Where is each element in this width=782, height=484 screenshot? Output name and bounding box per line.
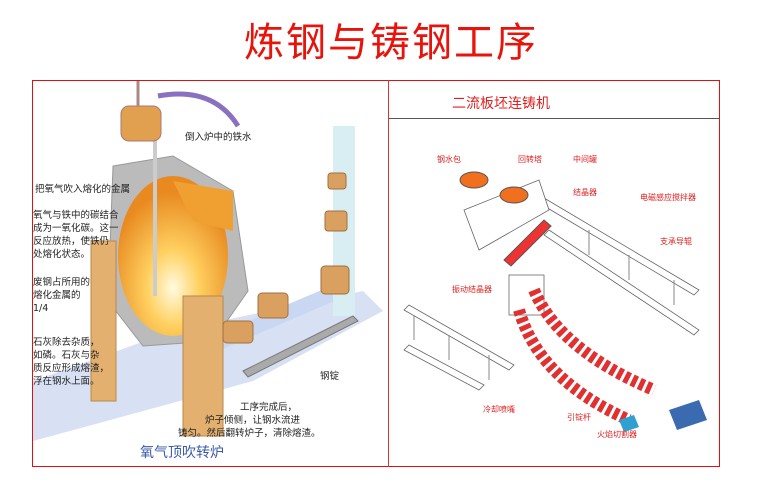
converter-illustration: [33, 81, 383, 441]
label-line: 处熔化状态。: [33, 249, 91, 260]
label-line: 1/4: [33, 303, 49, 314]
label-pour-iron: 倒入炉中的铁水: [185, 132, 252, 143]
label-line: 熔化金属的: [33, 290, 81, 301]
caster-illustration: [403, 171, 707, 432]
label-line: 质反应形成熔渣，: [33, 363, 110, 374]
label-mould: 结晶器: [573, 188, 597, 197]
label-dummy-bar: 引锭杆: [567, 413, 591, 422]
label-em-stirrer: 电磁感应搅拌器: [640, 193, 696, 202]
label-line: 浮在钢水上面。: [33, 376, 100, 387]
label-line: 如磷。石灰与杂: [33, 350, 100, 361]
label-line: 反应放热，使铁仍: [33, 236, 110, 247]
label-scrap: 废钢占所用的 熔化金属的 1/4: [33, 276, 90, 315]
label-ingot: 钢锭: [320, 371, 340, 382]
label-process-done-1: 工序完成后，: [240, 402, 298, 413]
heading-rule: [389, 118, 720, 119]
caster-heading: 二流板坯连铸机: [452, 96, 550, 112]
label-cooling-nozzle: 冷却喷嘴: [483, 405, 515, 414]
converter-caption: 氧气顶吹转炉: [140, 445, 224, 461]
label-process-done-3: 铸匀。然后翻转炉子，清除熔渣。: [178, 428, 321, 439]
label-process-done-2: 炉子倾侧，让钢水流进: [205, 415, 301, 426]
label-tundish: 中间罐: [573, 155, 597, 164]
slide-title: 炼钢与铸钢工序: [244, 20, 538, 66]
label-line: 氧气与铁中的碳结合: [33, 210, 119, 221]
label-line: 废钢占所用的: [33, 277, 91, 288]
label-ladle: 钢水包: [437, 155, 461, 164]
label-support-rolls: 支承导辊: [660, 237, 692, 246]
label-line: 成为一氧化碳。这一: [33, 223, 119, 234]
label-line: 石灰除去杂质，: [33, 337, 100, 348]
label-oxygen-carbon: 氧气与铁中的碳结合 成为一氧化碳。这一 反应放热，使铁仍 处熔化状态。: [33, 209, 119, 261]
label-lime: 石灰除去杂质， 如磷。石灰与杂 质反应形成熔渣， 浮在钢水上面。: [33, 336, 109, 388]
label-turret: 回转塔: [518, 155, 542, 164]
label-blow-oxygen: 把氧气吹入熔化的金属: [35, 184, 131, 195]
label-osc-mould: 振动结晶器: [452, 285, 492, 294]
label-flame-cutter: 火焰切割器: [597, 430, 637, 439]
content-frame: [32, 80, 720, 467]
panel-divider: [388, 80, 389, 467]
